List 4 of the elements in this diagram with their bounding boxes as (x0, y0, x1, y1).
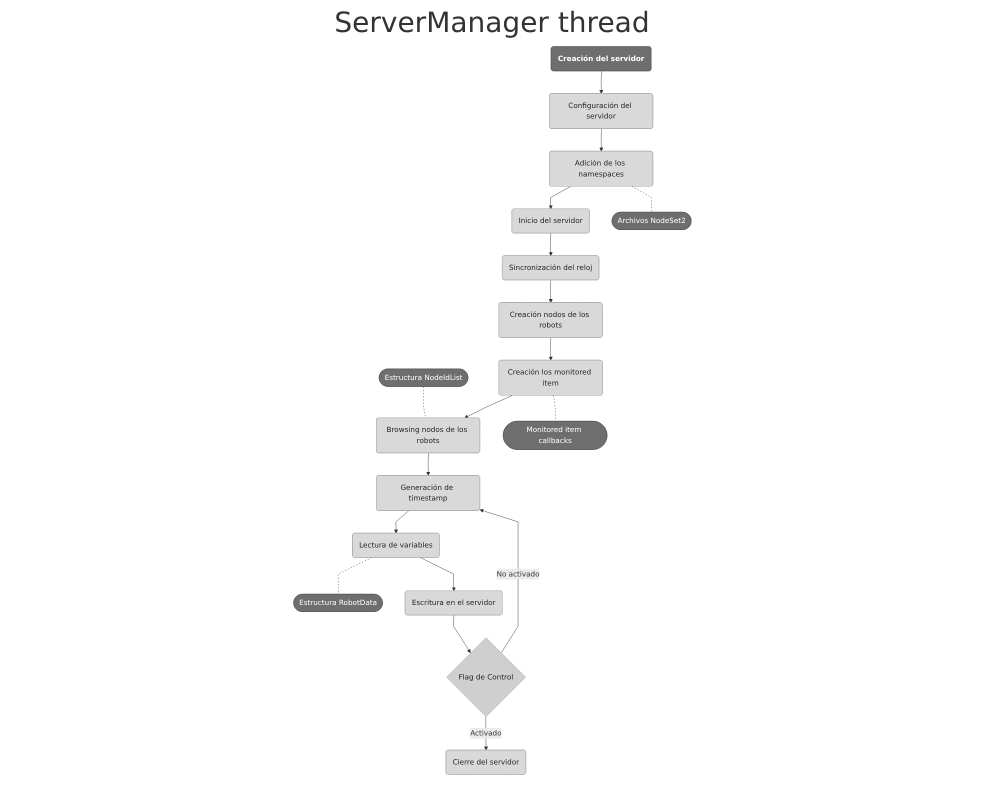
connector (422, 386, 426, 418)
connector (552, 395, 556, 422)
connector (337, 557, 372, 595)
diagram-title: ServerManager thread (333, 6, 651, 39)
